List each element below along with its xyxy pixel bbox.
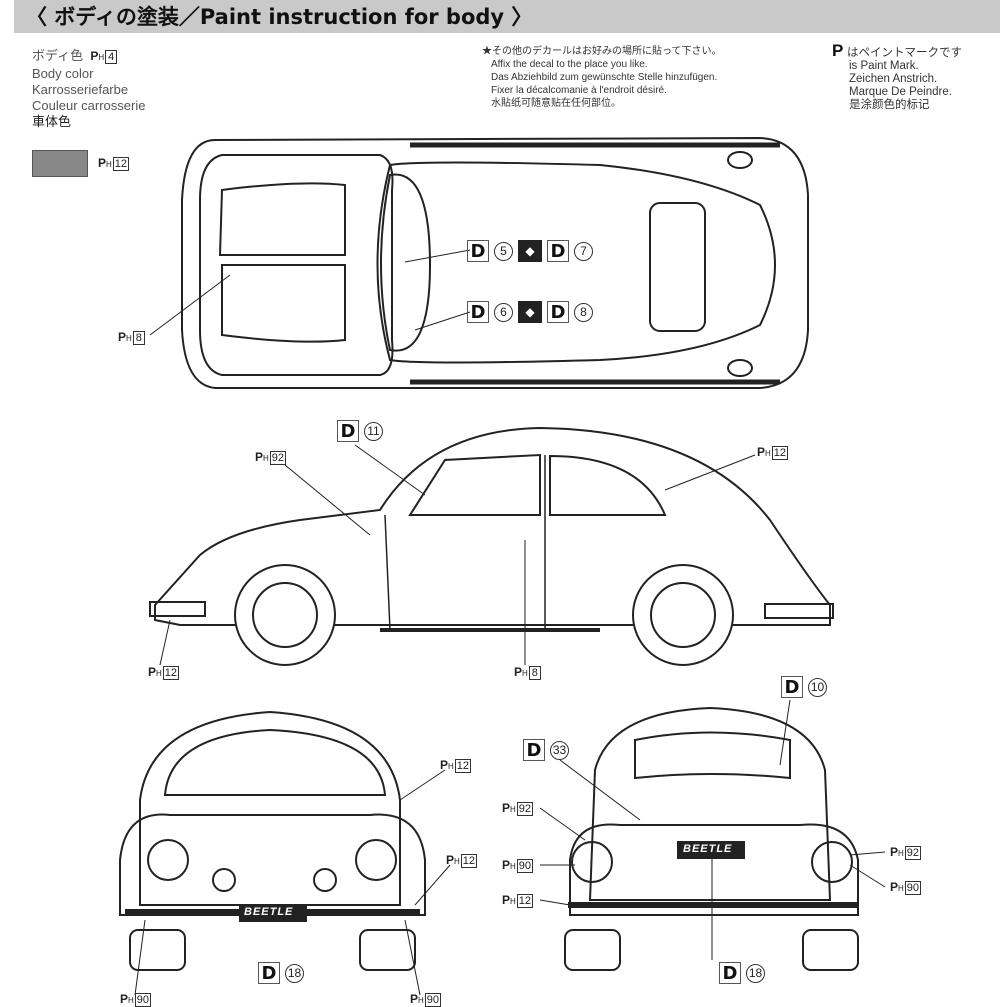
note-line: 是涂颜色的标记 [849,99,930,111]
legend-fr: Couleur carrosserie [32,98,146,113]
legend-zh: 車体色 [32,114,72,129]
side-view-car [149,426,834,666]
decal-note: ★その他のデカールはお好みの場所に貼って下さい。 Affix the decal… [482,45,722,110]
top-view-car [149,136,809,389]
note-line: Marque De Peindre. [849,86,952,98]
note-line: 水貼纸可随意贴在任何部位。 [491,98,621,109]
decal-icon: D [467,240,489,262]
paint-mark-icon: P [832,41,844,60]
section-header: 〈 ボディの塗装／Paint instruction for body 〉 [14,0,1000,33]
legend-de: Karrosseriefarbe [32,82,129,97]
decal-icon: D [467,301,489,323]
note-line: ★その他のデカールはお好みの場所に貼って下さい。 [482,46,722,57]
note-line: Zeichen Anstrich. [849,73,938,85]
swap-icon: ◆ [518,240,542,262]
legend-ja: ボディ色 [32,48,84,63]
note-line: はペイントマークです [847,47,962,59]
decal-icon: D [547,301,569,323]
legend-en: Body color [32,66,94,81]
license-plate: BEETLE [683,843,733,855]
decal-icon: D [547,240,569,262]
rear-view-car [539,699,886,971]
note-line: Affix the decal to the place you like. [491,59,648,70]
license-plate: BEETLE [244,906,294,918]
note-line: is Paint Mark. [849,60,919,72]
note-line: Fixer la décalcomanie à l'endroit désiré… [491,85,667,96]
front-view-car [119,710,451,996]
note-line: Das Abziehbild zum gewünschte Stelle hin… [491,72,718,83]
color-swatch [32,150,88,177]
swap-icon: ◆ [518,301,542,323]
